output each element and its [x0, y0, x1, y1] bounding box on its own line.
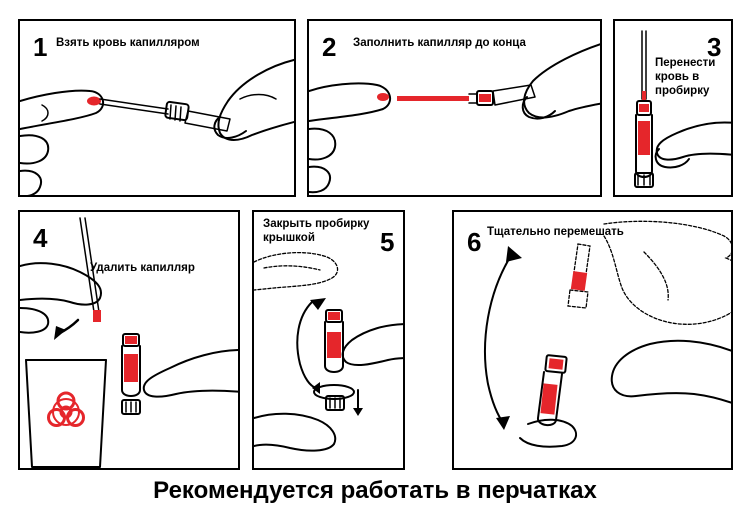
- step-4-panel: 4 Удалить капилляр: [18, 210, 240, 470]
- step-2-panel: 2 Заполнить капилляр до конца: [307, 19, 602, 197]
- step-3-caption-line-1: Перенести: [655, 57, 716, 69]
- blood-drop: [377, 93, 389, 101]
- step-4-caption: Удалить капилляр: [90, 262, 195, 274]
- step-1-number: 1: [33, 32, 48, 62]
- capillary-tube: [79, 217, 95, 313]
- step-2-number: 2: [322, 32, 337, 62]
- step-6-illustration: [484, 220, 731, 448]
- step-3-number: 3: [707, 32, 722, 62]
- tilted-tube-blood: [570, 271, 588, 291]
- step-5-illustration: [254, 252, 403, 452]
- step-1-caption: Взять кровь капилляром: [56, 37, 200, 49]
- test-tube: [324, 321, 344, 373]
- step-3-caption-line-3: пробирку: [655, 85, 710, 97]
- step-1-illustration: [20, 58, 294, 195]
- dashed-hand-outline: [254, 252, 339, 291]
- step-3-caption-line-2: кровь в: [655, 71, 700, 83]
- hand-outline-bottom: [519, 418, 578, 448]
- footer-note: Рекомендуется работать в перчатках: [153, 477, 597, 504]
- step-2-caption: Заполнить капилляр до конца: [353, 37, 526, 49]
- capillary-holder: [164, 100, 190, 122]
- test-tube: [121, 345, 141, 397]
- step-1-panel: 1 Взять кровь капилляром: [18, 19, 296, 197]
- step-3-illustration: [634, 30, 731, 188]
- waste-bin: [25, 359, 107, 468]
- step-5-number: 5: [380, 227, 395, 257]
- dashed-hand-outline: [603, 220, 731, 261]
- step-4-illustration: [20, 217, 238, 468]
- hand-outline: [217, 58, 294, 141]
- hand-outline: [341, 323, 403, 367]
- hand-outline-bottom: [254, 412, 337, 452]
- step-3-panel: 3 Перенести кровь в пробирку: [613, 19, 733, 197]
- capillary-tube: [99, 98, 169, 110]
- tube-cap: [325, 395, 345, 411]
- blood-drop: [87, 96, 101, 106]
- step-6-panel: 6 Тщательно перемешать: [452, 210, 733, 470]
- hand-outline: [20, 262, 102, 306]
- step-5-caption-line-1: Закрыть пробирку: [263, 218, 370, 230]
- rotate-arrow: [296, 301, 317, 389]
- hand-outline: [610, 339, 731, 404]
- twist-arrow: [313, 384, 355, 400]
- step-5-panel: 5 Закрыть пробирку крышкой: [252, 210, 405, 470]
- hand-outline: [142, 349, 238, 398]
- step-6-caption: Тщательно перемешать: [487, 226, 624, 238]
- biohazard-icon: [47, 391, 85, 427]
- step-2-illustration: [309, 43, 600, 194]
- step-6-number: 6: [467, 227, 482, 257]
- step-4-number: 4: [33, 223, 48, 253]
- finger-outline: [20, 89, 105, 130]
- capillary-holder: [476, 90, 494, 106]
- finger-outline: [309, 82, 392, 122]
- hand-outline: [523, 43, 600, 119]
- filled-capillary: [397, 96, 469, 101]
- mixing-arrow: [484, 253, 513, 425]
- step-5-caption-line-2: крышкой: [263, 232, 315, 244]
- hand-outline: [655, 121, 731, 161]
